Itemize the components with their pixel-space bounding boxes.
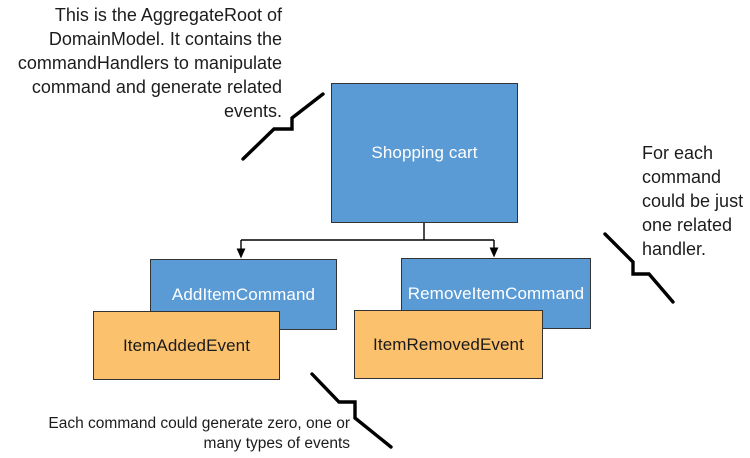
- shopping-cart-node: Shopping cart: [331, 83, 518, 223]
- shopping-cart-label: Shopping cart: [371, 143, 478, 162]
- remove-item-command-label: RemoveItemCommand: [407, 283, 585, 303]
- add-item-command-label: AddItemCommand: [171, 284, 316, 304]
- item-added-event-node: ItemAddedEvent: [93, 311, 280, 380]
- remove-command-arrowhead-icon: [489, 247, 499, 258]
- item-removed-event-node: ItemRemovedEvent: [354, 310, 543, 379]
- add-command-arrowhead-icon: [236, 248, 246, 259]
- item-removed-event-label: ItemRemovedEvent: [373, 334, 524, 354]
- aggregate-root-annotation: This is the AggregateRoot of DomainModel…: [17, 5, 282, 121]
- item-added-event-label: ItemAddedEvent: [122, 335, 251, 355]
- handler-annotation: For each command could be just one relat…: [642, 143, 744, 259]
- events-annotation: Each command could generate zero, one or…: [48, 415, 350, 452]
